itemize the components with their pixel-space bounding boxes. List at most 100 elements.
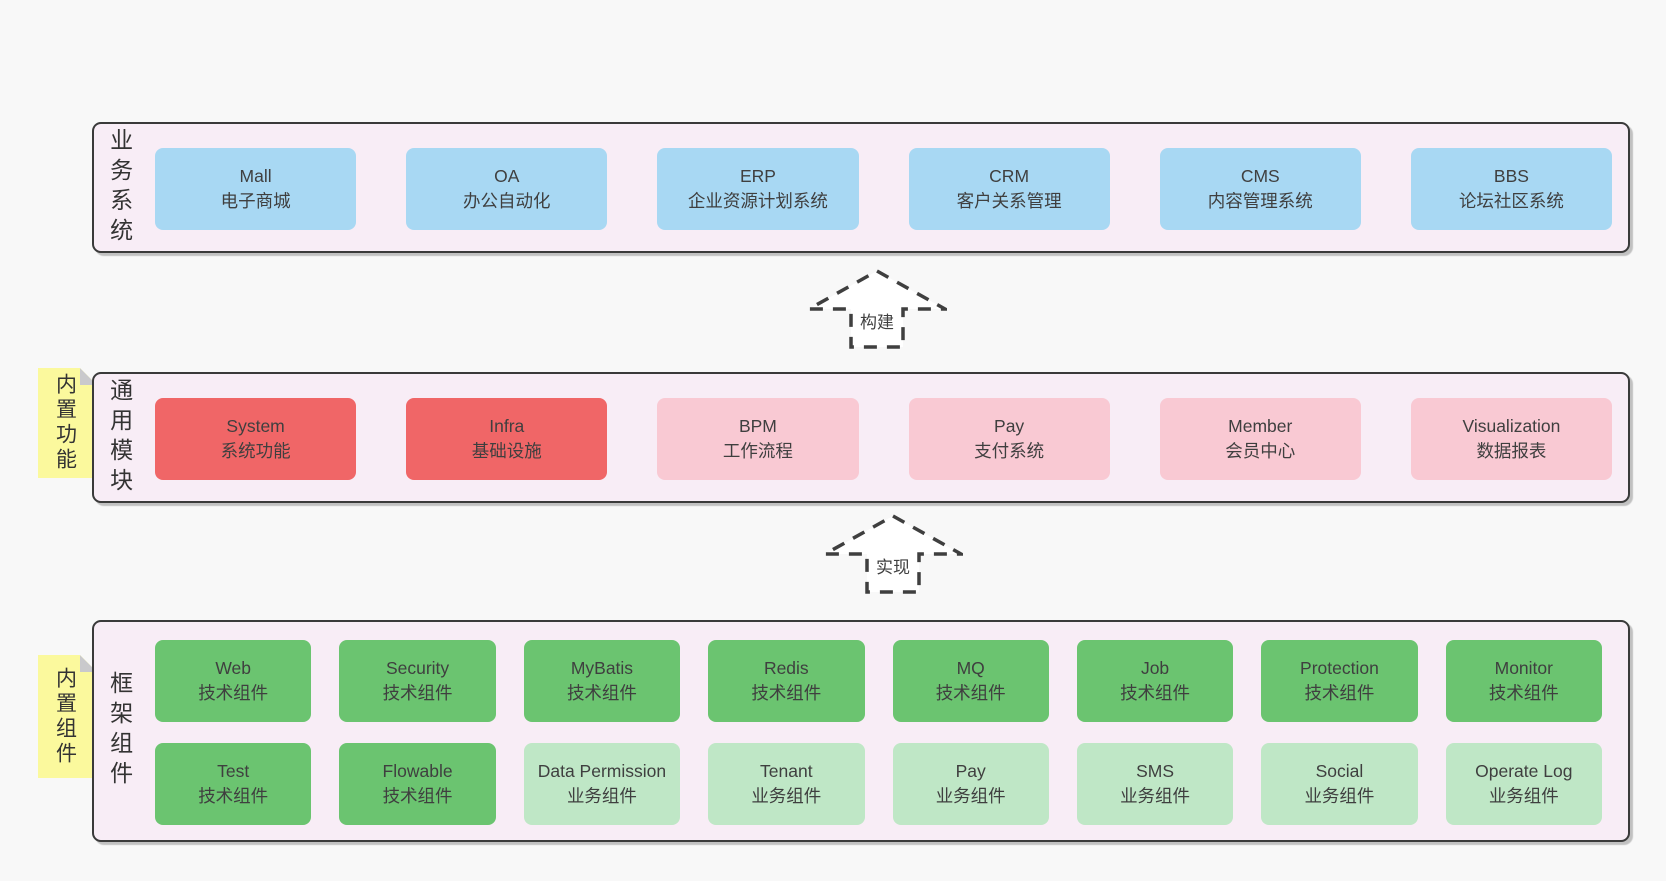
node-title: Tenant [760,761,813,782]
node-subtitle: 业务组件 [1304,786,1375,806]
node-row: Test 技术组件 Flowable 技术组件 Data Permission … [155,743,1602,825]
node-title: SMS [1136,761,1175,782]
node-subtitle: 技术组件 [1120,683,1191,703]
node-test: Test 技术组件 [155,743,312,825]
node-subtitle: 技术组件 [198,683,269,703]
node-title: Social [1315,761,1364,782]
node-subtitle: 企业资源计划系统 [687,191,828,211]
node-tenant: Tenant 业务组件 [708,743,865,825]
node-operate-log: Operate Log 业务组件 [1445,743,1602,825]
node-title: OA [494,166,520,187]
node-crm: CRM 客户关系管理 [908,148,1110,230]
node-subtitle: 系统功能 [220,441,291,461]
node-data-permission: Data Permission 业务组件 [523,743,681,825]
node-social: Social 业务组件 [1261,743,1418,825]
panel-framework-components: 框架组件 Web 技术组件 Security 技术组件 MyBatis 技术组件… [92,620,1630,842]
node-oa: OA 办公自动化 [406,148,608,230]
node-mq: MQ 技术组件 [892,640,1049,722]
node-web: Web 技术组件 [155,640,312,722]
node-subtitle: 内容管理系统 [1207,191,1313,211]
node-system: System 系统功能 [155,398,357,480]
arrow-implement-label: 实现 [873,553,913,578]
node-flowable: Flowable 技术组件 [339,743,496,825]
node-subtitle: 数据报表 [1476,441,1547,461]
node-sms: SMS 业务组件 [1076,743,1234,825]
node-title: System [226,416,285,437]
panel-side-label: 通用模块 [106,377,133,498]
node-title: Pay [955,761,986,782]
node-bpm: BPM 工作流程 [657,398,859,480]
node-title: CRM [989,166,1030,187]
node-subtitle: 论坛社区系统 [1458,191,1564,211]
node-title: Operate Log [1475,761,1573,782]
node-row: Mall 电子商城 OA 办公自动化 ERP 企业资源计划系统 CRM 客户关系… [155,148,1613,230]
node-subtitle: 技术组件 [1304,683,1375,703]
node-subtitle: 业务组件 [1488,786,1559,806]
node-title: Visualization [1462,416,1561,437]
node-security: Security 技术组件 [339,640,496,722]
node-title: Web [215,658,252,679]
node-monitor: Monitor 技术组件 [1445,640,1602,722]
panel-common-modules: 通用模块 System 系统功能 Infra 基础设施 BPM 工作流程 Pay… [92,372,1630,503]
arrow-build: 构建 [807,268,947,350]
node-subtitle: 基础设施 [471,441,542,461]
node-pay-component: Pay 业务组件 [892,743,1049,825]
node-subtitle: 技术组件 [751,683,822,703]
node-title: Monitor [1494,658,1553,679]
node-title: Test [217,761,250,782]
node-cms: CMS 内容管理系统 [1159,148,1361,230]
node-subtitle: 会员中心 [1225,441,1296,461]
node-mybatis: MyBatis 技术组件 [523,640,681,722]
node-subtitle: 技术组件 [382,683,453,703]
node-title: Security [385,658,450,679]
node-subtitle: 业务组件 [566,786,637,806]
node-subtitle: 客户关系管理 [956,191,1062,211]
node-subtitle: 支付系统 [974,441,1045,461]
node-title: Data Permission [537,761,667,782]
node-title: MyBatis [570,658,634,679]
node-subtitle: 办公自动化 [463,191,551,211]
node-protection: Protection 技术组件 [1261,640,1418,722]
node-bbs: BBS 论坛社区系统 [1410,148,1613,230]
node-redis: Redis 技术组件 [708,640,865,722]
sticky-note-built-in-components: 内置组件 [38,655,97,778]
node-subtitle: 技术组件 [1488,683,1559,703]
node-title: Pay [994,416,1025,437]
node-erp: ERP 企业资源计划系统 [657,148,859,230]
arrow-implement: 实现 [823,513,963,595]
node-subtitle: 技术组件 [935,683,1006,703]
node-title: Redis [763,658,809,679]
node-visualization: Visualization 数据报表 [1410,398,1613,480]
node-title: MQ [956,658,985,679]
node-subtitle: 电子商城 [220,191,291,211]
node-subtitle: 业务组件 [751,786,822,806]
sticky-note-label: 内置组件 [53,666,77,767]
node-row: System 系统功能 Infra 基础设施 BPM 工作流程 Pay 支付系统… [155,398,1613,480]
node-title: ERP [739,166,776,187]
node-title: Mall [239,166,272,187]
node-subtitle: 业务组件 [1120,786,1191,806]
node-title: Job [1140,658,1170,679]
node-title: Protection [1300,658,1379,679]
node-mall: Mall 电子商城 [155,148,357,230]
node-title: BPM [738,416,777,437]
arrow-build-label: 构建 [857,308,897,333]
panel-side-label: 框架组件 [106,671,133,791]
node-subtitle: 技术组件 [382,786,453,806]
panel-side-label: 业务系统 [106,127,133,248]
sticky-note-label: 内置功能 [53,373,77,473]
node-title: BBS [1493,166,1529,187]
node-subtitle: 业务组件 [935,786,1006,806]
node-subtitle: 技术组件 [198,786,269,806]
node-member: Member 会员中心 [1159,398,1361,480]
node-title: Flowable [382,761,453,782]
sticky-note-built-in-features: 内置功能 [38,368,97,478]
node-infra: Infra 基础设施 [406,398,608,480]
panel-business-systems: 业务系统 Mall 电子商城 OA 办公自动化 ERP 企业资源计划系统 CRM… [92,122,1630,253]
node-title: Member [1228,416,1293,437]
node-title: CMS [1240,166,1280,187]
node-pay-module: Pay 支付系统 [908,398,1110,480]
node-row: Web 技术组件 Security 技术组件 MyBatis 技术组件 Redi… [155,640,1602,722]
node-subtitle: 工作流程 [722,441,793,461]
